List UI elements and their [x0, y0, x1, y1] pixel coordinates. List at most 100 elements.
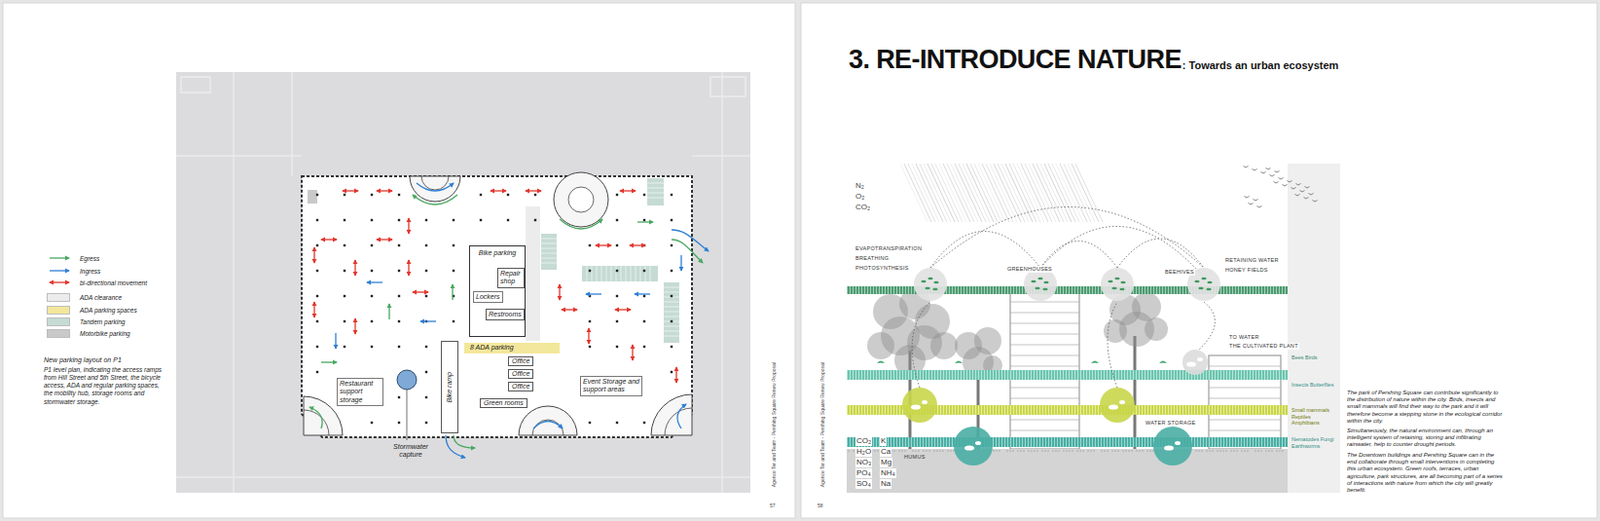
building-floor [1010, 355, 1080, 357]
soil-grain [1033, 449, 1035, 451]
map-block [710, 76, 746, 97]
soil-grain [904, 449, 906, 451]
gas-label: CO₂ [855, 202, 871, 213]
rain-line [900, 163, 928, 222]
flow-arrow [321, 361, 337, 363]
exchange-arc [1199, 301, 1215, 350]
bidirectional-arrow [354, 259, 356, 276]
column-dot [616, 218, 619, 221]
bird-symbol [1248, 203, 1254, 206]
soil-grain [1271, 449, 1273, 451]
figure-heading: New parking layout on P1 [43, 356, 122, 364]
legend-swatch [46, 292, 71, 302]
stall-divider [663, 316, 680, 318]
column-dot [398, 294, 400, 297]
column-dot [316, 218, 319, 221]
stall-divider [606, 265, 608, 282]
stall-divider [647, 182, 664, 184]
rain-line [1059, 163, 1088, 222]
page-number: 57 [769, 502, 776, 509]
column-dot [425, 244, 428, 247]
animal-symbol [975, 440, 982, 445]
feature-label: RETAINING WATER [1224, 256, 1280, 264]
legend-swatch [46, 328, 71, 338]
leaf-symbol [1206, 281, 1212, 285]
column-dot [507, 193, 510, 196]
column-dot [479, 193, 482, 196]
nutrient-label: K [879, 436, 887, 446]
page-number: 58 [817, 502, 824, 509]
rain-line [974, 163, 1002, 222]
leaf-symbol [1198, 287, 1203, 291]
stall-divider [663, 306, 680, 308]
leaf-symbol [1042, 288, 1048, 291]
bird-symbol [1312, 200, 1318, 203]
stall-divider [541, 262, 557, 264]
column-dot [425, 396, 428, 399]
feature-label: BEEHIVES [1163, 268, 1196, 276]
nutrient-label: Ca [879, 446, 892, 457]
stall-divider [663, 291, 680, 293]
column-dot [398, 345, 400, 348]
room-label: 8 ADA parking [470, 343, 560, 352]
legend-text: Ingress [79, 267, 101, 275]
stall-divider [591, 265, 593, 282]
soil-grain [1146, 449, 1148, 451]
habitat-circle [1182, 349, 1208, 375]
stall-divider [650, 265, 652, 282]
soil-grain [1198, 449, 1200, 451]
leaf-symbol [1194, 280, 1200, 284]
column-dot [452, 218, 455, 221]
column-dot [479, 218, 482, 221]
column-dot [643, 421, 646, 424]
column-dot [370, 269, 373, 272]
building-floor [1010, 365, 1080, 367]
animal-symbol [1174, 440, 1181, 445]
flow-arrow [412, 194, 458, 205]
column-dot [670, 345, 673, 348]
rain-line [1032, 163, 1060, 222]
bidirectional-arrow [561, 308, 578, 310]
building-floor [1010, 430, 1080, 432]
core-room: Bike parkingRepair shopLockersRestrooms [469, 245, 526, 337]
exchange-arc [930, 207, 1204, 269]
tandem-parking-area [647, 178, 664, 206]
rain-line [1024, 163, 1053, 222]
feature-label: HONEY FIELDS [1224, 266, 1270, 274]
stall-divider [663, 335, 680, 337]
soil-grain [1230, 449, 1232, 451]
column-dot [398, 396, 400, 399]
leaf-symbol [920, 280, 926, 284]
stall-divider [541, 253, 557, 255]
column-dot [452, 320, 455, 323]
soil-grain [1111, 449, 1113, 451]
nutrient-label: CO₂ [855, 436, 873, 446]
building [1208, 355, 1281, 449]
rain-line [981, 163, 1010, 222]
tree-crown [867, 331, 895, 360]
nutrient-label: Na [879, 478, 892, 489]
rain-line [911, 163, 940, 222]
bidirectional-arrow [412, 290, 429, 292]
band-label: Insects Butterflies [1291, 381, 1339, 389]
bidirectional-arrow [615, 308, 631, 310]
column-dot [588, 294, 591, 297]
column-dot [616, 294, 619, 297]
column-dot [343, 244, 346, 247]
column-dot [370, 218, 373, 221]
leaf-symbol [1120, 281, 1126, 285]
column-dot [370, 345, 373, 348]
legend-row: Egress [46, 254, 100, 262]
bidirectional-arrow [407, 218, 409, 234]
room-box: Office [508, 381, 534, 392]
legend-row: Tandem parking [46, 317, 125, 327]
soil-grain [1138, 449, 1140, 451]
habitat-circle [902, 387, 938, 423]
soil-grain [1257, 449, 1259, 451]
bird-symbol [1252, 169, 1258, 172]
room-label: Repair shop [500, 269, 522, 287]
rain-line [927, 163, 955, 222]
bird-symbol [1266, 168, 1272, 171]
leaf-symbol [1205, 288, 1211, 291]
